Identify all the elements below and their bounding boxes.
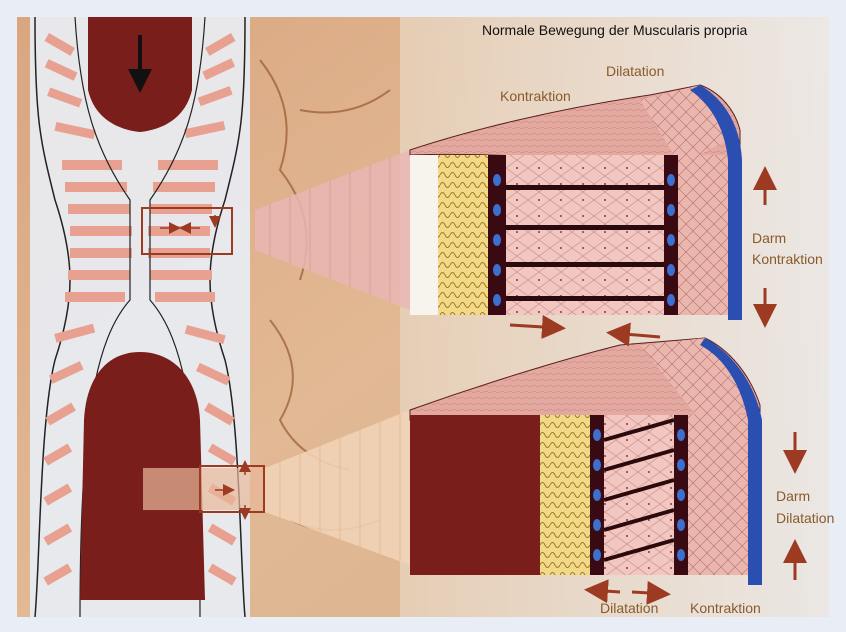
label-darm-dilatation-1: Darm (776, 488, 810, 504)
label-darm-kontraktion-1: Darm (752, 230, 786, 246)
label-bottom-kontraktion: Kontraktion (690, 600, 761, 616)
label-top-kontraktion: Kontraktion (500, 88, 571, 104)
label-darm-dilatation-2: Dilatation (776, 510, 834, 526)
label-top-dilatation: Dilatation (606, 63, 664, 79)
label-darm-kontraktion-2: Kontraktion (752, 251, 823, 267)
figure-title: Normale Bewegung der Muscularis propria (482, 22, 747, 38)
label-bottom-dilatation: Dilatation (600, 600, 658, 616)
